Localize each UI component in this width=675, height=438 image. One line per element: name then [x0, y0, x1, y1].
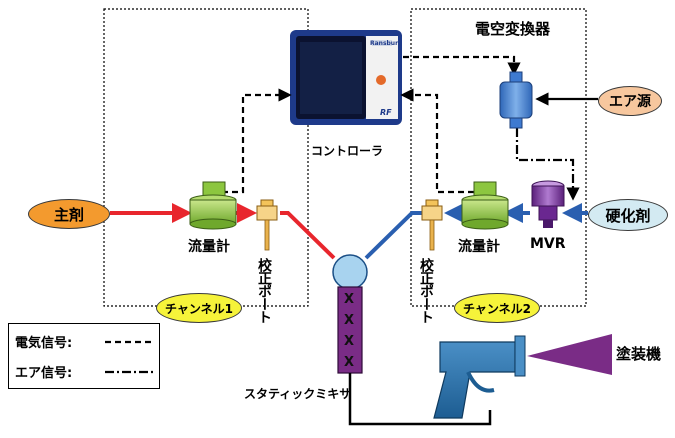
mixer-mark-2: X — [344, 313, 355, 328]
legend-air-label: エア信号: — [15, 366, 73, 381]
channel1-badge: チャンネル1 — [156, 293, 242, 323]
mixer-mark-4: X — [344, 355, 355, 370]
main-agent-badge: 主剤 — [28, 199, 110, 229]
mvr-label: MVR — [530, 236, 566, 252]
spray-gun-label: 塗装機 — [616, 345, 662, 363]
converter-device — [499, 71, 533, 129]
calibration-port-right — [421, 199, 443, 251]
controller-device — [290, 30, 402, 125]
static-mixer-label: スタティックミキサ — [244, 387, 352, 401]
mixer-mark-1: X — [344, 292, 355, 307]
channel2-badge: チャンネル2 — [454, 293, 540, 323]
controller-tag: RF — [380, 108, 392, 117]
air-source-badge: エア源 — [598, 86, 662, 116]
controller-label: コントローラ — [311, 144, 384, 158]
converter-label: 電空変換器 — [475, 20, 551, 38]
channel1-box — [103, 8, 309, 307]
hardener-line — [364, 203, 588, 260]
legend-electric-label: 電気信号: — [15, 336, 73, 351]
flow-meter-right-label: 流量計 — [458, 239, 500, 255]
mixing-junction — [332, 254, 368, 290]
legend-electric-line — [105, 340, 153, 344]
mixer-mark-3: X — [344, 334, 355, 349]
flow-meter-left-label: 流量計 — [188, 239, 230, 255]
electric-signal-lines — [222, 55, 521, 194]
mixer-output-line — [348, 373, 492, 426]
air-signal-lines — [515, 128, 580, 201]
flow-meter-right — [461, 181, 509, 230]
controller-brand: Ransburg — [370, 40, 403, 47]
mvr-device — [531, 180, 565, 228]
legend-air-line — [105, 370, 153, 374]
static-mixer — [337, 286, 363, 374]
calibration-port-right-label: 校正ポート — [418, 258, 434, 323]
hardener-badge: 硬化剤 — [588, 199, 668, 231]
spray-gun — [433, 334, 612, 419]
main-agent-line — [110, 203, 336, 260]
spray-cone — [527, 334, 612, 375]
flow-meter-left — [189, 181, 237, 230]
calibration-port-left — [256, 199, 278, 251]
signal-legend: 電気信号: エア信号: — [8, 323, 160, 389]
calibration-port-left-label: 校正ポート — [256, 258, 272, 323]
